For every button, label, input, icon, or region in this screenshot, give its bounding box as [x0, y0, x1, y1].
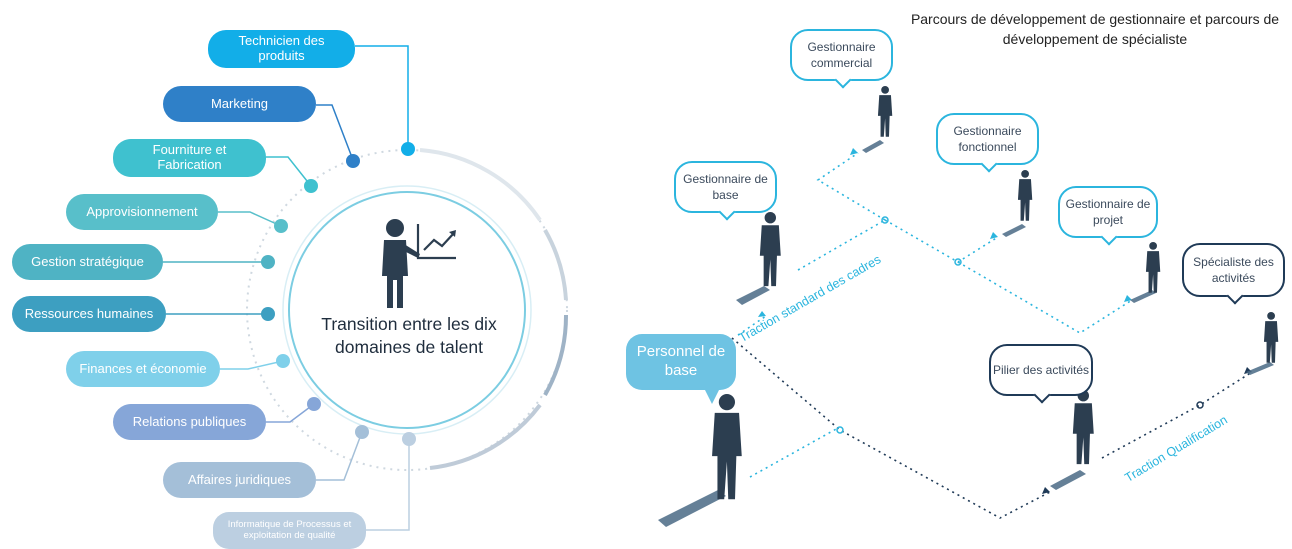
connector-line [266, 156, 312, 187]
connector-line [316, 431, 363, 481]
bubble-gestionnaire-fonctionnel: Gestionnaire fonctionnel [936, 113, 1039, 173]
person-figure-pilier [1072, 390, 1094, 465]
person-figure-projet [1145, 242, 1161, 293]
domain-pill-informatique: Informatique de Processus et exploitatio… [213, 512, 366, 549]
figure-shadow [862, 140, 884, 153]
figure-shadow [1246, 362, 1274, 375]
path-qualification [1101, 371, 1253, 459]
bubble-label: Gestionnaire de base [683, 171, 768, 202]
domain-pill-fourniture: Fourniture et Fabrication [113, 139, 266, 177]
domain-dot [307, 397, 321, 411]
person-figure-gestionnaire-base [759, 212, 781, 287]
bubble-label: Gestionnaire fonctionnel [953, 123, 1022, 154]
path-base-lower [749, 427, 839, 478]
path-node [954, 258, 962, 266]
path-to-fonctionnel [884, 219, 999, 263]
domain-pill-approvisionnement: Approvisionnement [66, 194, 218, 230]
connector-line [316, 104, 354, 161]
career-paths-diagram [658, 86, 1279, 527]
domain-pill-marketing: Marketing [163, 86, 316, 122]
bubble-personnel-base: Personnel de base [626, 334, 736, 404]
center-circle [288, 191, 526, 429]
figure-shadow [736, 286, 770, 305]
path-to-projet [957, 261, 1133, 334]
bubble-pilier-activites: Pilier des activités [989, 344, 1093, 404]
domain-dot [355, 425, 369, 439]
bubble-gestionnaire-commercial: Gestionnaire commercial [790, 29, 893, 89]
figure-shadow [1130, 290, 1156, 303]
person-figure-specialiste [1263, 312, 1279, 363]
decorative-arc [543, 314, 569, 396]
figure-shadow [658, 490, 726, 527]
domain-pill-affaires-juridiques: Affaires juridiques [163, 462, 316, 498]
domain-pill-finances: Finances et économie [66, 351, 220, 387]
outer-dotted-ring [246, 149, 568, 471]
bubble-label: Pilier des activités [992, 362, 1090, 377]
connector-line [366, 440, 410, 531]
presenter-chart-icon [382, 219, 456, 308]
bubble-label: Gestionnaire commercial [807, 39, 876, 70]
person-figure-commercial [877, 86, 893, 137]
domain-dot [402, 432, 416, 446]
path-to-commercial [816, 152, 886, 221]
domain-dot [261, 255, 275, 269]
person-figure-fonctionnel [1017, 170, 1033, 221]
domain-pill-technicien: Technicien des produits [208, 30, 355, 68]
path-node [1196, 401, 1204, 409]
center-title: Transition entre les dix domaines de tal… [321, 314, 497, 357]
bubble-specialiste-activites: Spécialiste des activités [1182, 243, 1285, 305]
decorative-arc [429, 403, 542, 470]
domain-dot [261, 307, 275, 321]
domain-pill-gestion-strategique: Gestion stratégique [12, 244, 163, 280]
bubble-label: Personnel de base [636, 343, 726, 379]
path-node [836, 426, 844, 434]
domain-dot [401, 142, 415, 156]
figure-shadow [1002, 224, 1026, 237]
connector-line [218, 211, 282, 227]
domain-pill-ressources-humaines: Ressources humaines [12, 296, 166, 332]
connector-line [220, 360, 284, 370]
domain-dot [304, 179, 318, 193]
bubble-gestionnaire-base: Gestionnaire de base [674, 161, 777, 221]
domain-dot [346, 154, 360, 168]
person-figure-base [712, 394, 742, 500]
decorative-arc [419, 148, 542, 222]
bubble-label: Gestionnaire de projet [1065, 196, 1151, 227]
domain-dot [276, 354, 290, 368]
connector-line [266, 403, 315, 423]
bubble-label: Spécialiste des activités [1193, 254, 1274, 285]
talent-domains-diagram [163, 45, 569, 531]
figure-shadow [1050, 470, 1086, 490]
diagram-title: Parcours de développement de gestionnair… [910, 11, 1280, 47]
path-node [881, 216, 889, 224]
connector-line [355, 45, 409, 148]
decorative-arc [543, 229, 568, 301]
bubble-gestionnaire-projet: Gestionnaire de projet [1058, 186, 1158, 246]
domain-dot [274, 219, 288, 233]
domain-pill-relations-publiques: Relations publiques [113, 404, 266, 440]
